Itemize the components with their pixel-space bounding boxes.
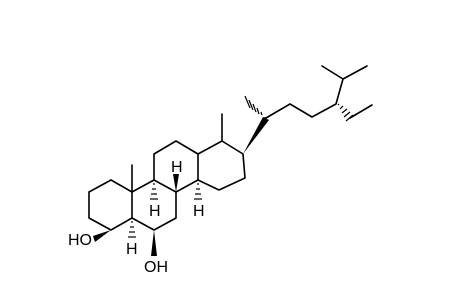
- c3-oh-wedge: [93, 230, 111, 242]
- ring-b: [131, 179, 177, 231]
- h-5-label: H: [126, 241, 138, 258]
- h5-hashed-bond: [128, 221, 136, 238]
- oh-3-label: HO: [68, 232, 92, 249]
- ring-a: [88, 179, 133, 231]
- side-chain: [243, 65, 373, 154]
- c17-c20-wedge: [243, 117, 269, 154]
- h-9-label: H: [149, 203, 161, 220]
- c6-oh-wedge: [151, 230, 157, 256]
- ring-d: [197, 140, 246, 191]
- h-14-label: H: [193, 203, 205, 220]
- h9-hashed-bond: [150, 183, 158, 200]
- h-8-label: H: [171, 159, 183, 176]
- c21-hashed-bond: [244, 95, 266, 118]
- h14-hashed-bond: [194, 183, 202, 200]
- ring-c: [153, 140, 199, 193]
- oh-6-label: OH: [144, 259, 168, 276]
- h8-wedge: [173, 174, 179, 192]
